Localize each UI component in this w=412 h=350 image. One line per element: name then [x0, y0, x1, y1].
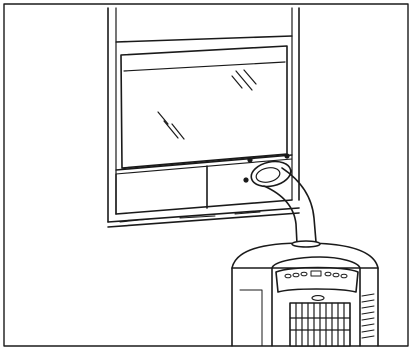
adapter-screw [248, 158, 252, 162]
panel-button [301, 272, 307, 276]
figure-border [4, 4, 408, 346]
panel-button [333, 273, 339, 277]
panel-display [311, 271, 321, 276]
slider-kit-bottom [116, 200, 292, 214]
unit-hose-collar [292, 241, 320, 247]
adapter-screw [244, 178, 248, 182]
adapter-screw [285, 154, 289, 158]
brand-badge [312, 296, 324, 301]
glass-glare-mark [158, 112, 168, 124]
glass-glare-mark [172, 124, 184, 139]
panel-button [293, 273, 299, 277]
unit-side-panel [240, 290, 262, 346]
panel-button [325, 272, 331, 276]
hose-window-adapter [249, 158, 293, 190]
glass-glare-mark [232, 76, 242, 88]
window-glass-edge [124, 62, 285, 71]
window-glass [121, 46, 287, 168]
glass-glare-mark [236, 71, 252, 90]
air-conditioner-unit [232, 241, 378, 346]
window [108, 8, 299, 227]
panel-button [285, 274, 291, 278]
side-vent [362, 294, 374, 338]
window-top-rail [116, 36, 292, 42]
exhaust-hose [244, 154, 316, 244]
control-panel-buttons [285, 271, 347, 278]
panel-button [341, 274, 347, 278]
